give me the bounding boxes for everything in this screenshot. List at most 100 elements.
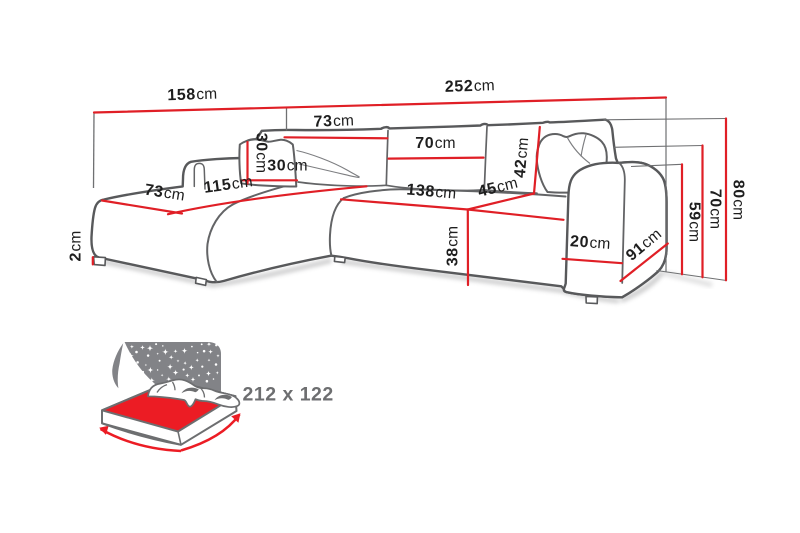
dim-value: 73 (143, 181, 164, 201)
foot-middle (333, 255, 346, 264)
dim-value: 70 (415, 135, 434, 152)
seat-front-corner (328, 197, 345, 257)
dim-value: 20 (569, 233, 589, 251)
ext-left (92, 112, 95, 189)
star-dot-icon (156, 369, 159, 371)
chaise-front-curve (206, 203, 234, 283)
dim-unit: cm (474, 77, 496, 95)
shadow-floor-right (662, 270, 713, 288)
dim-line-back-cushion-h (532, 125, 541, 195)
stars (127, 341, 220, 384)
dim-label-total-height: 80cm (730, 180, 747, 221)
dim-label-back-cushion-middle: 70cm (415, 135, 456, 152)
dim-unit: cm (495, 174, 520, 196)
dim-label-leg-height: 2cm (68, 230, 85, 261)
guide-floor (656, 269, 727, 282)
dim-value: 115 (203, 176, 233, 197)
duvet (147, 378, 241, 408)
guide-70 (612, 144, 703, 148)
star-dot-icon (198, 374, 200, 377)
dim-label-pillow-width: 30cm (267, 158, 308, 175)
cushion-bottom-mid (385, 184, 486, 192)
dim-label-total-width: 252cm (445, 77, 496, 96)
cushion-bottom-left (297, 181, 388, 187)
star-dot-icon (182, 368, 185, 371)
dim-value: 42 (512, 158, 531, 178)
dim-unit: cm (730, 199, 747, 220)
star-dot-icon (146, 354, 150, 357)
dim-label-back-cushion-left: 73cm (313, 112, 354, 130)
dim-unit: cm (287, 158, 308, 175)
duvet-fold-eye (214, 394, 232, 401)
dimension-labels: 158cm 252cm 73cm 70cm 30cm 30cm 73cm 115… (68, 77, 747, 266)
dim-line-chaise-width (100, 199, 184, 215)
corner-cushion-bot (298, 163, 360, 179)
night-sky-crescent (112, 343, 124, 389)
dim-value: 70 (707, 189, 724, 208)
star-dot-icon (141, 370, 145, 374)
extension-lines (92, 97, 727, 282)
star-dot-icon (202, 349, 206, 353)
sofa-drawing (90, 118, 713, 305)
mattress-seam (177, 431, 182, 445)
dim-line-chaise-length (166, 185, 368, 216)
star-dot-icon (212, 378, 215, 380)
corner-cushion-top (296, 149, 360, 178)
dim-unit: cm (196, 86, 218, 104)
dim-unit: cm (231, 173, 254, 193)
star-dot-icon (162, 345, 164, 347)
sleeping-area-label: 212 x 122 (243, 384, 334, 406)
dim-label-chaise-width: 73cm (143, 181, 186, 204)
star-dot-icon (200, 343, 203, 346)
dim-value: 138 (406, 181, 436, 200)
star-dot-icon (155, 343, 158, 346)
star-dot-icon (215, 343, 218, 347)
dim-unit: cm (513, 137, 532, 159)
dim-unit: cm (163, 185, 186, 205)
shadow-armrest-right (620, 270, 665, 303)
star-dot-icon (205, 379, 209, 383)
mattress-bottom-edge (101, 422, 182, 446)
dim-unit: cm (333, 112, 355, 130)
arrow-width-head (99, 425, 109, 435)
star-dot-icon (191, 345, 193, 348)
guide-80 (603, 117, 727, 121)
dim-label-seat-height: 38cm (445, 226, 462, 267)
dim-line-back-cushion-mid (387, 156, 485, 160)
arrow-depth-head (231, 413, 241, 423)
star-dot-icon (201, 365, 204, 368)
dim-line-seat-depth (466, 192, 536, 211)
dim-unit: cm (435, 184, 457, 203)
dim-value: 30 (267, 158, 286, 175)
dim-unit: cm (68, 230, 85, 251)
dim-value: 80 (730, 180, 747, 199)
star-dot-icon (214, 363, 218, 366)
dim-label-seat-depth: 45cm (476, 174, 519, 200)
dim-unit: cm (435, 135, 456, 152)
dim-unit: cm (707, 208, 724, 229)
pillow-decor-fold (580, 134, 587, 157)
dim-line-side-depth (619, 242, 669, 283)
foot-left (92, 256, 107, 267)
cushion-seam-right (483, 125, 488, 191)
duvet-fold (171, 381, 176, 391)
star-dot-icon (196, 351, 199, 354)
dim-unit: cm (589, 234, 611, 252)
dimension-arrows (99, 413, 241, 453)
back-pillow-small (238, 138, 298, 188)
foot-armrest (585, 295, 599, 305)
dim-value: 2 (68, 252, 85, 262)
arrow-width (99, 427, 182, 453)
pillow-decor-fold (566, 137, 591, 164)
dim-label-armrest-inner-height: 59cm (686, 202, 703, 243)
dim-unit: cm (686, 221, 703, 242)
dim-unit: cm (253, 152, 270, 173)
dim-label-back-cushion-height: 42cm (512, 137, 532, 179)
armrest-left-inner (193, 162, 206, 190)
duvet-fold (156, 383, 168, 393)
dim-line-seat-width (339, 198, 469, 211)
dim-value: 59 (686, 202, 703, 221)
dim-label-chaise-length: 115cm (203, 173, 254, 197)
